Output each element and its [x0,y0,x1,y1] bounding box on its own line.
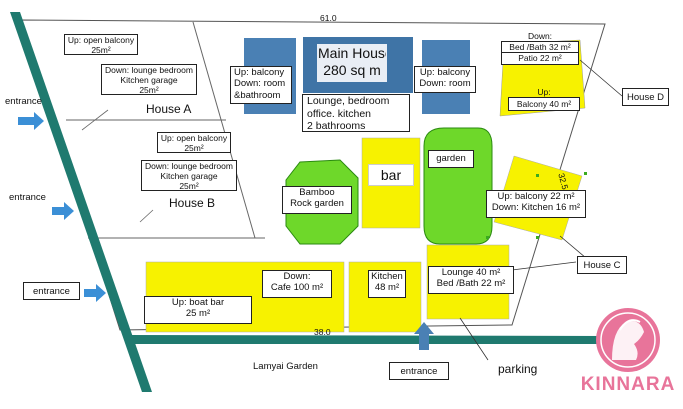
bar-label: bar [368,164,414,186]
marker [486,236,489,239]
location-label: Lamyai Garden [253,361,318,372]
kinnara-logo-icon [596,308,660,372]
parking-label: parking [498,362,538,376]
road-bottom [124,335,605,344]
dimension-top: 61.0 [320,13,337,23]
entrance-label-box: entrance [389,362,449,380]
house-d-up-label: Up: Balcony 40 m² [507,86,581,113]
house-c-title: House C [577,256,627,274]
house-d-down-label: Down: Bed /Bath 32 m² Patio 22 m² [500,30,580,68]
pointer-line [559,235,587,259]
garden-shape [423,127,493,245]
pointer-line [459,317,489,361]
house-b-title: House B [169,196,216,210]
dimension-bottom: 38.0 [314,327,331,337]
divider-line [192,21,256,239]
entrance-label: entrance [5,96,42,107]
road-left [10,12,152,392]
entrance-arrow-icon [52,202,74,220]
entrance-arrow-icon [414,322,434,350]
house-a-title: House A [146,102,192,116]
pointer-line [511,261,577,271]
entrance-label-box: entrance [23,282,80,300]
marker [584,172,587,175]
divider-line [139,209,154,223]
house-d-title: House D [622,88,669,106]
brand-name: KINNARA [580,374,676,395]
garden-label: garden [428,150,474,168]
marker [536,174,539,177]
entrance-arrow-icon [18,112,44,130]
cafe-label: Down:Cafe 100 m² [262,270,332,298]
entrance-label: entrance [9,192,46,203]
marker [536,236,539,239]
entrance-arrow-icon [84,284,106,302]
divider-line [81,109,109,131]
pointer-line [579,59,623,97]
